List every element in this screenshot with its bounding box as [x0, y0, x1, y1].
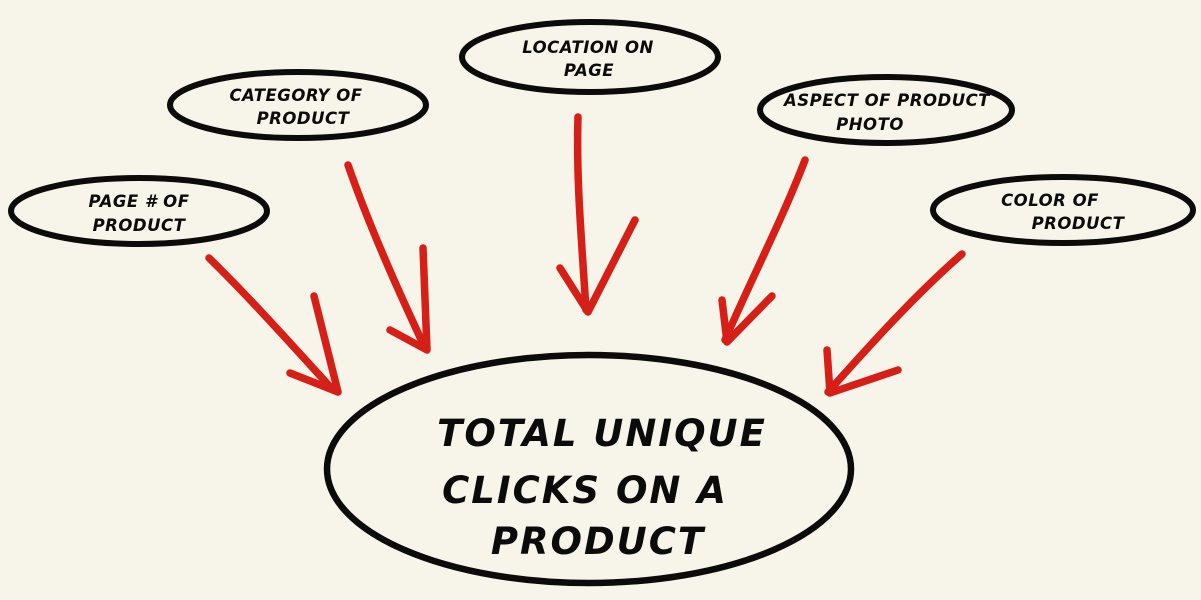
node-page-number-ellipse — [8, 175, 270, 247]
center-line-2: CLICKS ON A — [442, 469, 728, 512]
node-category-label: CATEGORY OF PRODUCT — [229, 86, 362, 128]
arrow-page-number — [205, 254, 342, 396]
node-aspect-label: ASPECT OF PRODUCT PHOTO — [782, 91, 991, 134]
node-location-line-2: PAGE — [564, 61, 614, 80]
arrow-location — [556, 113, 639, 316]
node-aspect-line-2: PHOTO — [836, 115, 904, 134]
arrow-category — [344, 161, 431, 354]
node-page-number-line-1: PAGE # OF — [89, 192, 190, 211]
center-line-1: TOTAL UNIQUE — [437, 412, 767, 455]
node-page-number-label: PAGE # OF PRODUCT — [89, 192, 190, 235]
node-category-line-1: CATEGORY OF — [229, 86, 362, 105]
node-location-ellipse — [459, 19, 721, 95]
node-location-line-1: LOCATION ON — [522, 38, 654, 57]
arrow-aspect — [718, 156, 809, 346]
node-color-label: COLOR OF PRODUCT — [1001, 191, 1126, 233]
node-color-ellipse — [930, 174, 1196, 246]
node-category-line-2: PRODUCT — [257, 109, 351, 128]
node-location-label: LOCATION ON PAGE — [522, 38, 654, 80]
center-label: TOTAL UNIQUE CLICKS ON A PRODUCT — [437, 412, 767, 563]
node-page-number-line-2: PRODUCT — [93, 216, 187, 235]
center-line-3: PRODUCT — [491, 520, 706, 563]
arrow-color — [823, 250, 966, 397]
center-ellipse — [323, 351, 855, 587]
node-aspect-line-1: ASPECT OF PRODUCT — [782, 91, 991, 110]
node-color-line-1: COLOR OF — [1001, 191, 1099, 210]
node-category-ellipse — [167, 69, 429, 141]
node-aspect-ellipse — [757, 74, 1015, 146]
node-color-line-2: PRODUCT — [1032, 214, 1126, 233]
